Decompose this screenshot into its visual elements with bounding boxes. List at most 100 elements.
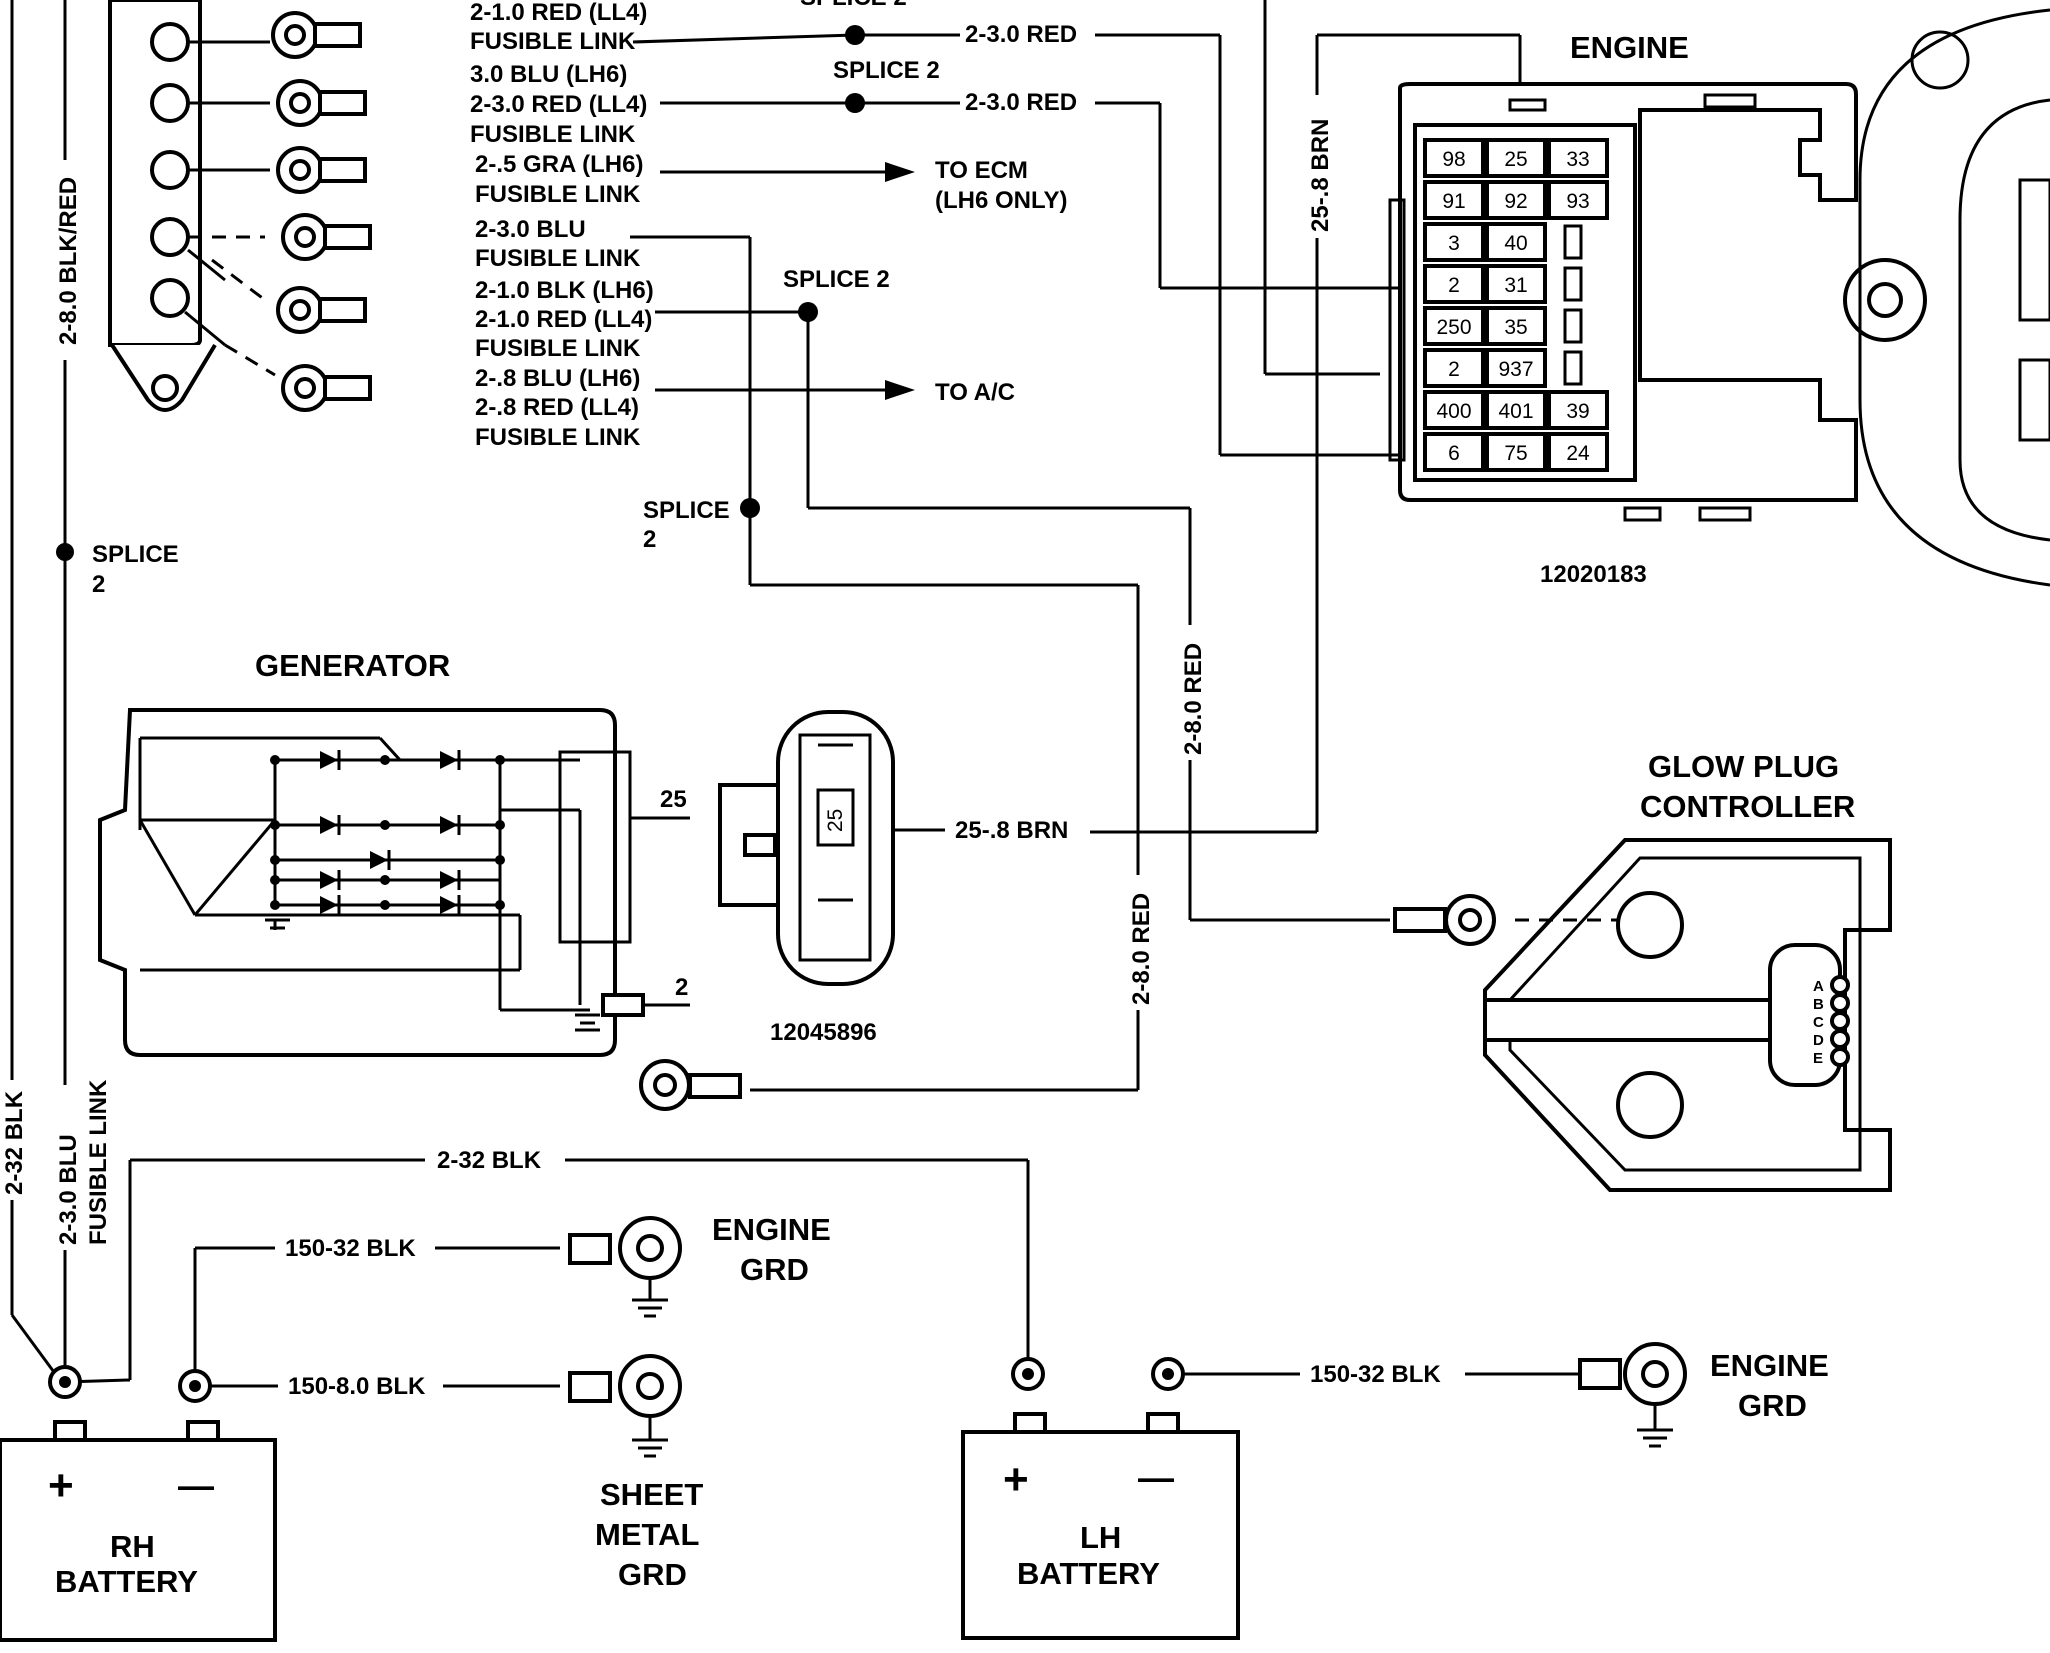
label-2-8-red-lower: 2-8.0 RED <box>1128 893 1155 1005</box>
engine-pin-slot <box>1563 224 1583 260</box>
label-2-3-red-upper: 2-3.0 RED <box>965 89 1077 116</box>
label-blu-fusible-line-2: FUSIBLE LINK <box>85 1079 112 1245</box>
label-2-32-blk-top: 2-32 BLK <box>437 1147 542 1174</box>
label-150-32-blk-a: 150-32 BLK <box>285 1235 416 1262</box>
label-25-8-brn-horizontal: 25-.8 BRN <box>955 817 1068 844</box>
glow-plug-pin <box>1830 975 1850 995</box>
engine-pin-label: 33 <box>1566 148 1589 171</box>
label-splice-left: SPLICE <box>92 541 179 568</box>
ring-terminal-4 <box>281 213 372 261</box>
glow-plug-pin-label: D <box>1813 1032 1824 1049</box>
label-splice-left-num: 2 <box>92 571 105 598</box>
engine-pin-cavity <box>1485 390 1547 430</box>
engine-pin-label: 92 <box>1504 190 1527 213</box>
glow-plug-pin <box>1830 1029 1850 1049</box>
junction-dot <box>380 755 390 765</box>
terminal-stud <box>150 22 190 62</box>
diode-symbol <box>440 871 458 889</box>
label-2-8-red-upper: 2-8.0 RED <box>1180 643 1207 755</box>
diode-symbol <box>370 851 388 869</box>
engine-pin-label: 3 <box>1448 232 1460 255</box>
ring-terminal-1 <box>271 11 362 59</box>
engine-pin-label: 937 <box>1498 358 1533 381</box>
engine-pin-label: 40 <box>1504 232 1527 255</box>
label-150-32-blk-b: 150-32 BLK <box>1310 1361 1441 1388</box>
fusible-link-5: 2-1.0 BLK (LH6)2-1.0 RED (LL4)FUSIBLE LI… <box>475 277 654 362</box>
diode-symbol <box>440 896 458 914</box>
engine-pin-slot <box>1563 350 1583 386</box>
label-splice-upper: SPLICE 2 <box>833 57 940 84</box>
label-150-8-blk: 150-8.0 BLK <box>288 1373 426 1400</box>
junction-dot <box>270 820 280 830</box>
engine-pin-label: 98 <box>1442 148 1465 171</box>
engine-pin-cavity <box>1547 390 1609 430</box>
diode-symbol <box>320 896 338 914</box>
label-25-8-brn-vertical: 25-.8 BRN <box>1307 119 1334 232</box>
junction-dot <box>380 820 390 830</box>
generator-connector-part: 12045896 <box>770 1019 877 1046</box>
engine-pin-cavity <box>1485 222 1547 262</box>
engine-pin-cavity <box>1423 390 1485 430</box>
generator-connector-pin-25: 25 <box>824 809 847 832</box>
junction-dot <box>495 755 505 765</box>
fusible-link-6: 2-.8 BLU (LH6)2-.8 RED (LL4)FUSIBLE LINK <box>475 365 641 451</box>
engine-pin-slot <box>1563 266 1583 302</box>
label-2-8-blk-red: 2-8.0 BLK/RED <box>55 177 82 345</box>
junction-dot <box>270 900 280 910</box>
label-splice-top: SPLICE 2 <box>800 0 907 11</box>
engine-pin-label: 75 <box>1504 442 1527 465</box>
engine-pin-label: 401 <box>1498 400 1533 423</box>
engine-pin-cavity <box>1423 264 1485 304</box>
lh-battery-plus: + <box>1003 1455 1029 1504</box>
engine-pin-cavity <box>1485 432 1547 472</box>
junction-dot <box>380 900 390 910</box>
glow-plug-pin-label: B <box>1813 996 1824 1013</box>
engine-part-number: 12020183 <box>1540 561 1647 588</box>
engine-pin-label: 93 <box>1566 190 1589 213</box>
glow-plug-controller <box>1483 838 1892 1192</box>
junction-dot <box>270 855 280 865</box>
ring-terminals <box>271 11 372 412</box>
engine-title: ENGINE <box>1570 30 1689 65</box>
junction-dot <box>495 855 505 865</box>
engine-pin-label: 250 <box>1436 316 1471 339</box>
engine-pin-label: 39 <box>1566 400 1589 423</box>
diode-symbol <box>320 816 338 834</box>
generator-title: GENERATOR <box>255 648 450 683</box>
engine-pin-cavity <box>1423 180 1485 220</box>
engine-pin-cavity <box>1485 138 1547 178</box>
generator-battery-terminal <box>601 993 645 1017</box>
engine-pin-label: 2 <box>1448 358 1460 381</box>
battery-wires <box>64 1158 1580 1388</box>
diode-symbol <box>320 751 338 769</box>
engine-pin-label: 24 <box>1566 442 1590 465</box>
ring-terminal-3 <box>276 146 367 194</box>
right-edge-component <box>1858 8 2050 587</box>
terminal-stud <box>150 150 190 190</box>
junction-dot <box>495 900 505 910</box>
rh-battery-minus: — <box>178 1465 214 1506</box>
engine-pin-label: 6 <box>1448 442 1460 465</box>
fusible-wires <box>630 25 960 518</box>
engine-pin-cavity <box>1423 432 1485 472</box>
label-to-ecm: TO ECM(LH6 ONLY) <box>935 157 1067 214</box>
label-splice-middle: SPLICE 2 <box>783 266 890 293</box>
splice-left-dot <box>56 543 74 561</box>
label-blu-fusible-line-1: 2-3.0 BLU <box>55 1134 82 1245</box>
engine-pin-label: 91 <box>1442 190 1465 213</box>
junction-dot <box>270 755 280 765</box>
generator-grounds <box>265 918 600 1032</box>
engine-pin-label: 2 <box>1448 274 1460 297</box>
